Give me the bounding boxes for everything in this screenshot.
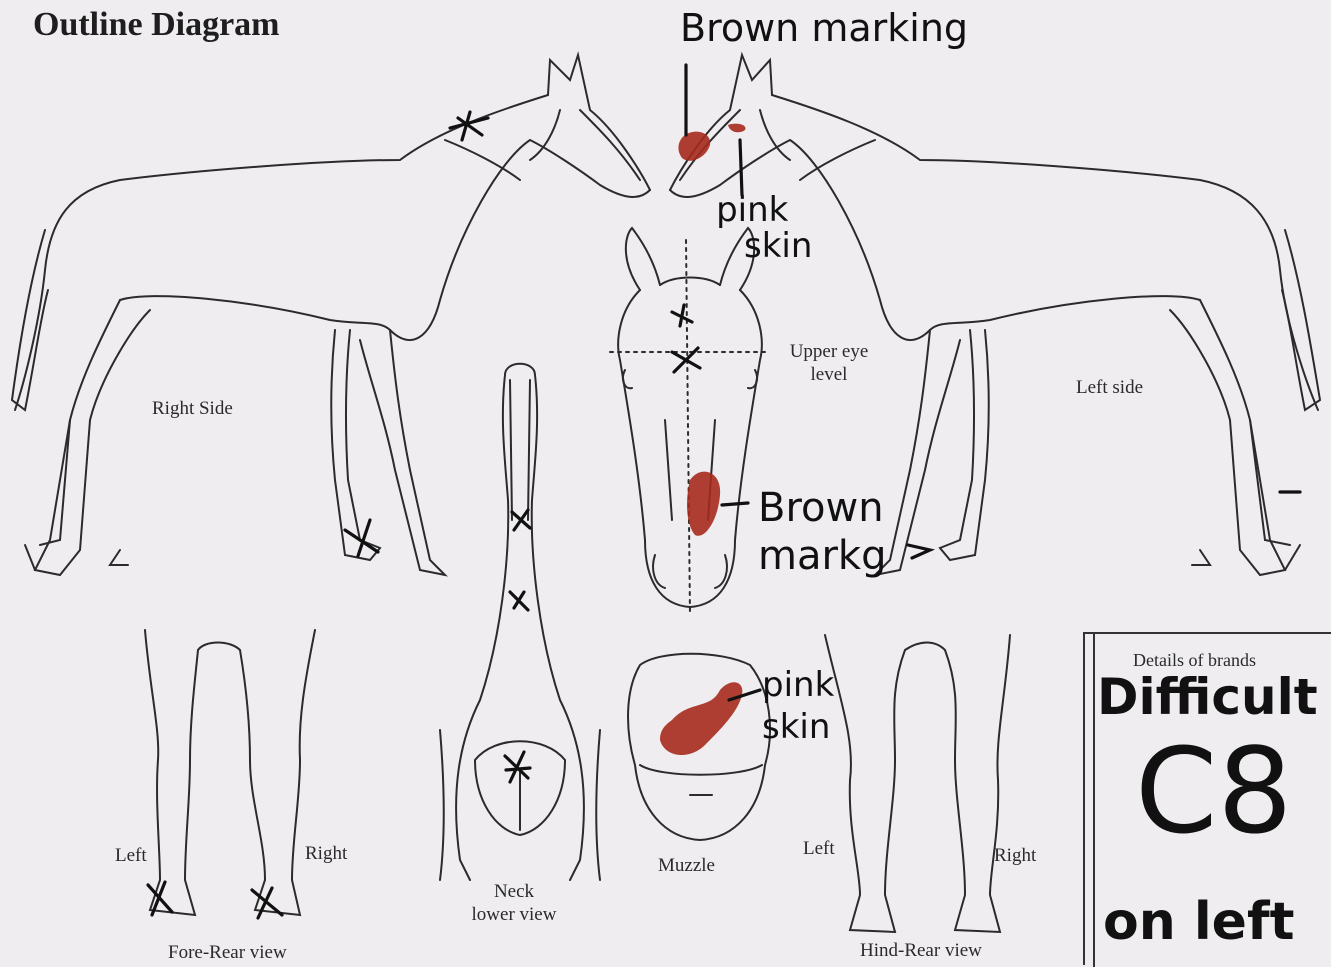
fore-rear-view-label: Fore-Rear view [168,942,287,964]
right-side-label: Right Side [152,398,233,420]
neck-lower-view-label: Neck lower view [458,880,570,926]
brown-marking-face-note: Brown markg [758,484,886,580]
brand-code-note: C8 [1135,722,1292,860]
face-brown-marking [687,472,720,536]
hind-rear-view-label: Hind-Rear view [860,940,982,962]
fore-left-label: Left [115,845,147,867]
fore-right-label: Right [305,843,347,865]
muzzle-pink-skin-marking [660,682,742,755]
hind-rear-legs [825,635,1010,932]
left-side-label: Left side [1076,377,1143,399]
upper-eye-level-label: Upper eye level [776,340,882,386]
neck-lower-view [440,364,600,880]
brand-box-divider [1093,634,1095,967]
brand-difficult-note: Difficult [1097,668,1318,726]
fore-rear-legs [145,630,315,915]
right-side-horse [12,55,650,575]
brand-location-note: on left [1103,892,1294,952]
face-front-view [618,228,762,607]
head-brown-marking [678,132,710,161]
pink-skin-top-note: pink skin [692,192,812,264]
brown-marking-top-note: Brown marking [680,6,968,50]
pink-skin-muzzle-note: pink skin [762,664,834,748]
hind-left-label: Left [803,838,835,860]
muzzle-label: Muzzle [658,855,715,877]
hind-right-label: Right [994,845,1036,867]
